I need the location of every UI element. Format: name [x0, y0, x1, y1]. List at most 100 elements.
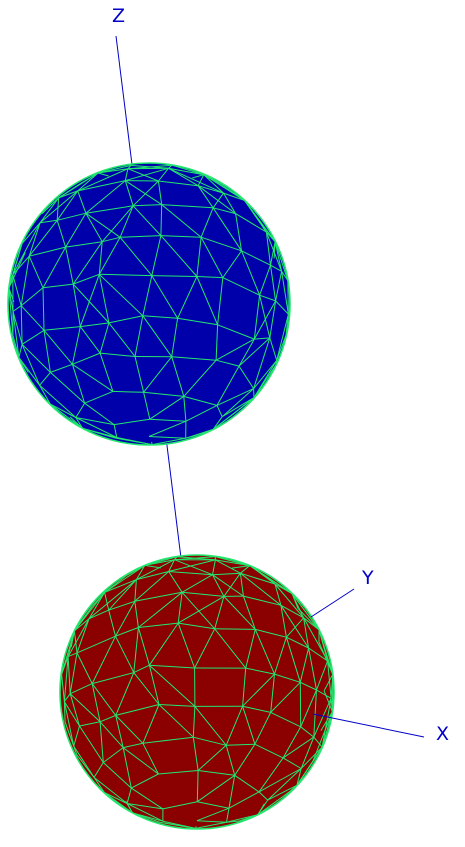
mesh-edge	[288, 784, 298, 793]
mesh-edge	[183, 395, 218, 406]
mesh-edge	[133, 664, 150, 674]
mesh-edge	[177, 276, 198, 319]
mesh-edge	[303, 617, 310, 649]
mesh-edge	[196, 276, 223, 279]
mesh-edge	[215, 359, 240, 367]
red-sphere[interactable]	[59, 554, 335, 830]
mesh-edge	[168, 167, 204, 176]
mesh-edge	[28, 219, 58, 257]
mesh-edge	[78, 172, 99, 186]
mesh-edge	[158, 770, 199, 775]
mesh-edge	[122, 747, 159, 775]
mesh-edge	[65, 246, 74, 285]
mesh-edge	[137, 627, 150, 666]
mesh-edge	[148, 420, 187, 437]
mesh-edge	[194, 706, 227, 746]
mesh-edge	[253, 360, 278, 398]
mesh-edge	[257, 791, 290, 816]
mesh-edge	[212, 559, 216, 575]
mesh-edge	[131, 773, 159, 789]
mesh-edge	[148, 436, 186, 439]
mesh-edge	[50, 363, 73, 373]
mesh-edge	[171, 356, 217, 361]
mesh-edge	[73, 745, 78, 756]
mesh-edge	[181, 574, 213, 593]
mesh-edge	[56, 190, 79, 221]
mesh-edge	[215, 338, 255, 361]
mesh-edge	[327, 660, 332, 699]
mesh-edge	[254, 629, 275, 675]
mesh-edge	[226, 820, 240, 823]
mesh-edge	[132, 180, 159, 207]
mesh-edge	[245, 667, 275, 675]
mesh-edge	[296, 761, 314, 786]
mesh-edge	[115, 715, 124, 748]
mesh-edge	[176, 556, 216, 561]
mesh-edge	[72, 363, 114, 392]
mesh-edge	[171, 164, 204, 176]
mesh-edge	[70, 630, 75, 648]
blue-sphere[interactable]	[7, 162, 291, 446]
mesh-edge	[120, 235, 161, 238]
mesh-edge	[215, 324, 219, 361]
mesh-edge	[151, 235, 162, 276]
mesh-edge	[56, 220, 67, 248]
mesh-edge	[119, 236, 153, 276]
mesh-edge	[223, 192, 245, 201]
mesh-edge	[280, 604, 304, 619]
mesh-edge	[115, 704, 160, 716]
mesh-edge	[143, 392, 151, 420]
mesh-edge	[134, 601, 139, 628]
mesh-edge	[291, 593, 320, 631]
mesh-edge	[65, 212, 87, 248]
mesh-edge	[135, 565, 146, 580]
mesh-edge	[192, 428, 214, 437]
mesh-edge	[99, 273, 152, 277]
x-axis-line	[312, 713, 425, 738]
mesh-edge	[270, 681, 301, 713]
mesh-edge	[249, 565, 266, 577]
mesh-edge	[239, 573, 244, 597]
mesh-edge	[127, 168, 159, 182]
mesh-edge	[234, 743, 256, 776]
mesh-edge	[21, 343, 51, 373]
mesh-edge	[192, 174, 204, 179]
mesh-edge	[308, 647, 328, 662]
mesh-edge	[98, 237, 121, 275]
mesh-edge	[222, 250, 242, 278]
mesh-edge	[258, 768, 302, 793]
mesh-edge	[77, 172, 99, 192]
mesh-edge	[115, 437, 153, 445]
mesh-edge	[197, 174, 205, 186]
mesh-edge	[43, 329, 73, 365]
mesh-edge	[192, 706, 196, 738]
mesh-edge	[93, 777, 128, 804]
mesh-edge	[79, 721, 101, 727]
mesh-edge	[151, 437, 186, 445]
mesh-edge	[108, 609, 116, 637]
mesh-edge	[79, 725, 104, 763]
mesh-edge	[231, 565, 250, 569]
mesh-edge	[255, 628, 287, 638]
mesh-edge	[168, 559, 175, 572]
mesh-edge	[157, 180, 163, 205]
mesh-edge	[58, 190, 78, 199]
mesh-edge	[285, 637, 301, 683]
mesh-edge	[42, 283, 74, 289]
mesh-edge	[101, 205, 134, 243]
mesh-edge	[124, 168, 129, 181]
mesh-edge	[168, 571, 213, 576]
mesh-edge	[82, 427, 116, 439]
mesh-edge	[197, 185, 224, 194]
mesh-edge	[212, 416, 223, 430]
mesh-edge	[76, 652, 93, 684]
mesh-edge	[39, 190, 79, 224]
mesh-edge	[134, 571, 170, 602]
mesh-edge	[270, 264, 282, 272]
mesh-edge	[104, 564, 146, 593]
red-sphere-wireframe	[61, 556, 334, 829]
mesh-edge	[273, 241, 276, 259]
mesh-edge	[197, 744, 227, 771]
mesh-edge	[12, 222, 41, 276]
